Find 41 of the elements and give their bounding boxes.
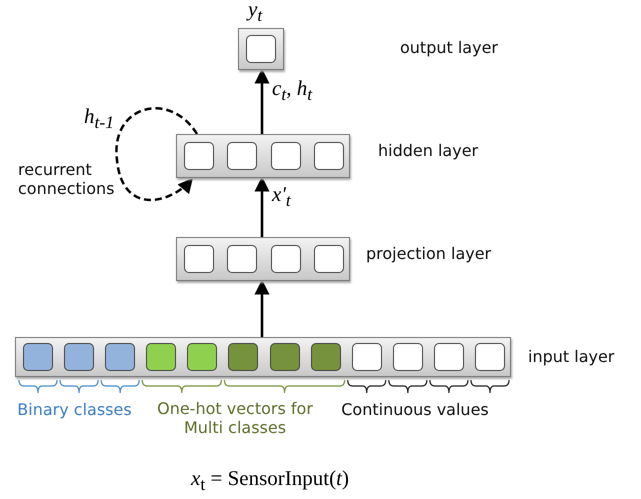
unit-square (227, 142, 258, 170)
unit-square (64, 343, 94, 371)
unit-square (228, 343, 258, 371)
unit-square (146, 343, 176, 371)
arrow (254, 68, 270, 134)
unit-square (270, 245, 301, 273)
arrow (254, 280, 270, 337)
unit-square (310, 343, 341, 371)
layer-label: projection layer (366, 244, 492, 263)
unit-square (187, 343, 218, 371)
arrow (254, 176, 270, 237)
layer-bar (176, 134, 350, 178)
unit-square (270, 142, 301, 170)
layer-bar (15, 337, 511, 377)
unit-square (475, 343, 505, 371)
unit-square (352, 343, 382, 371)
unit-square (314, 245, 344, 273)
unit-square (184, 142, 214, 170)
layer-label: output layer (400, 38, 499, 57)
layer-label: hidden layer (378, 141, 480, 160)
output-symbol: y$_{t}$ (248, 0, 262, 26)
formula-caption: x$_{t}$ = SensorInput(t) (190, 466, 350, 496)
unit-square (227, 245, 258, 273)
unit-square (184, 245, 214, 273)
annotation-text: recurrent connections (18, 160, 116, 198)
unit-square (246, 35, 276, 63)
unit-square (434, 343, 464, 371)
edge-label: c$_{t}$, h$_{t}$ (272, 76, 312, 106)
edge-label: h$_{t-1}$ (84, 104, 114, 134)
edge-label: x'$_{t}$ (272, 182, 291, 211)
group-label: Binary classes (16, 400, 133, 419)
layer-label: input layer (528, 347, 616, 366)
group-label: One-hot vectors for Multi classes (156, 399, 314, 437)
recurrent-arrow (115, 107, 198, 202)
unit-square (23, 343, 53, 371)
layer-bar (176, 237, 350, 281)
unit-square (392, 343, 423, 371)
group-label: Continuous values (340, 400, 490, 419)
unit-square (105, 343, 136, 371)
unit-square (270, 343, 300, 371)
unit-square (314, 142, 344, 170)
